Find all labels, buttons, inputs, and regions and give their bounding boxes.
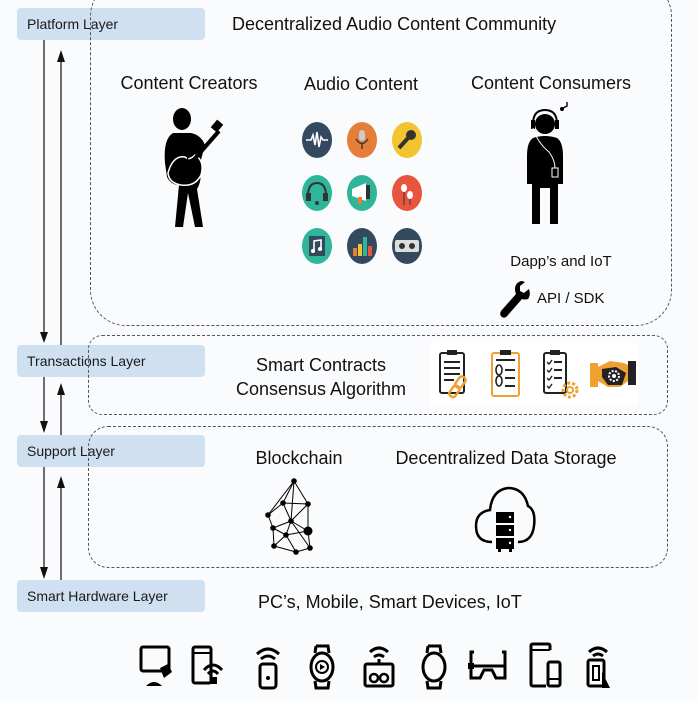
guitarist-icon — [164, 108, 224, 227]
network-node — [307, 545, 313, 551]
network-edge — [290, 480, 295, 522]
audio-content-label: Audio Content — [303, 74, 419, 94]
decentralized-data-storage-label: Decentralized Data Storage — [395, 448, 617, 468]
network-edge — [293, 480, 309, 505]
smart-contracts-label: Smart Contracts — [255, 355, 387, 375]
radio-wifi-icon — [363, 646, 395, 688]
network-node — [303, 526, 313, 536]
mobile-wifi-icon — [191, 645, 224, 685]
network-node — [291, 478, 297, 484]
network-node — [280, 500, 286, 506]
support-layer-label: Support Layer — [17, 435, 205, 467]
network-edge — [272, 527, 275, 547]
network-node — [305, 501, 311, 507]
content-consumers-label: Content Consumers — [470, 73, 632, 93]
handshake-gear-icon — [590, 361, 636, 387]
cloud-storage-icon — [474, 486, 536, 552]
consensus-algorithm-label: Consensus Algorithm — [235, 379, 407, 399]
audio-icons-grid — [300, 120, 425, 270]
earphones-icon — [392, 175, 422, 211]
layer-flow-arrows — [40, 40, 65, 580]
network-edge — [290, 503, 309, 522]
network-edge — [273, 545, 297, 553]
transactions-layer-label: Transactions Layer — [17, 345, 205, 377]
waveform-icon — [302, 122, 332, 158]
network-node — [283, 532, 289, 538]
network-edge — [290, 520, 311, 549]
handheld-microphone-icon — [392, 122, 422, 158]
network-edge — [282, 502, 292, 522]
contract-chain-icon — [491, 350, 520, 397]
pc-touch-icon — [139, 645, 172, 686]
equalizer-icon — [347, 228, 377, 264]
network-edge — [282, 502, 309, 505]
platform-title: Decentralized Audio Content Community — [232, 14, 557, 34]
smart-card-wifi-icon — [586, 646, 610, 688]
up-arrowhead — [57, 50, 65, 62]
checklist-gear-icon — [543, 350, 579, 399]
headset-icon — [302, 175, 332, 211]
down-arrowhead — [40, 332, 48, 343]
contract-icons-strip — [430, 343, 638, 405]
blockchain-network-icon — [265, 478, 313, 555]
network-edge — [285, 534, 297, 553]
wrench-icon — [500, 281, 530, 318]
smartwatch-icon — [421, 644, 447, 690]
network-node — [270, 525, 276, 531]
network-node — [293, 549, 299, 555]
transactions-panel — [88, 335, 668, 415]
platform-panel — [90, 0, 672, 326]
network-edge — [267, 502, 284, 516]
dapps-iot-label: Dapp’s and IoT — [510, 253, 612, 270]
support-panel — [88, 426, 668, 568]
api-sdk-label: API / SDK — [537, 290, 605, 307]
smart-hardware-layer-label: Smart Hardware Layer — [17, 580, 205, 612]
hardware-devices-label: PC’s, Mobile, Smart Devices, IoT — [258, 592, 522, 612]
megaphone-icon — [347, 175, 377, 211]
network-edge — [282, 480, 295, 504]
phone-tablet-icon — [529, 642, 562, 688]
device-icons-row — [136, 640, 616, 692]
network-edge — [267, 480, 295, 516]
remote-wifi-icon — [255, 647, 281, 690]
content-creators-label: Content Creators — [120, 73, 258, 93]
contract-link-icon — [439, 350, 467, 399]
smartwatch-play-icon — [309, 644, 335, 690]
network-edge — [272, 520, 292, 529]
studio-microphone-icon — [347, 122, 377, 158]
network-node — [271, 543, 277, 549]
smart-glasses-icon — [468, 650, 507, 680]
network-node — [265, 512, 271, 518]
music-file-icon — [302, 228, 332, 264]
blockchain-label: Blockchain — [255, 448, 343, 468]
listener-with-headphones-icon — [527, 102, 568, 224]
cassette-icon — [392, 228, 422, 264]
network-node — [288, 518, 294, 524]
